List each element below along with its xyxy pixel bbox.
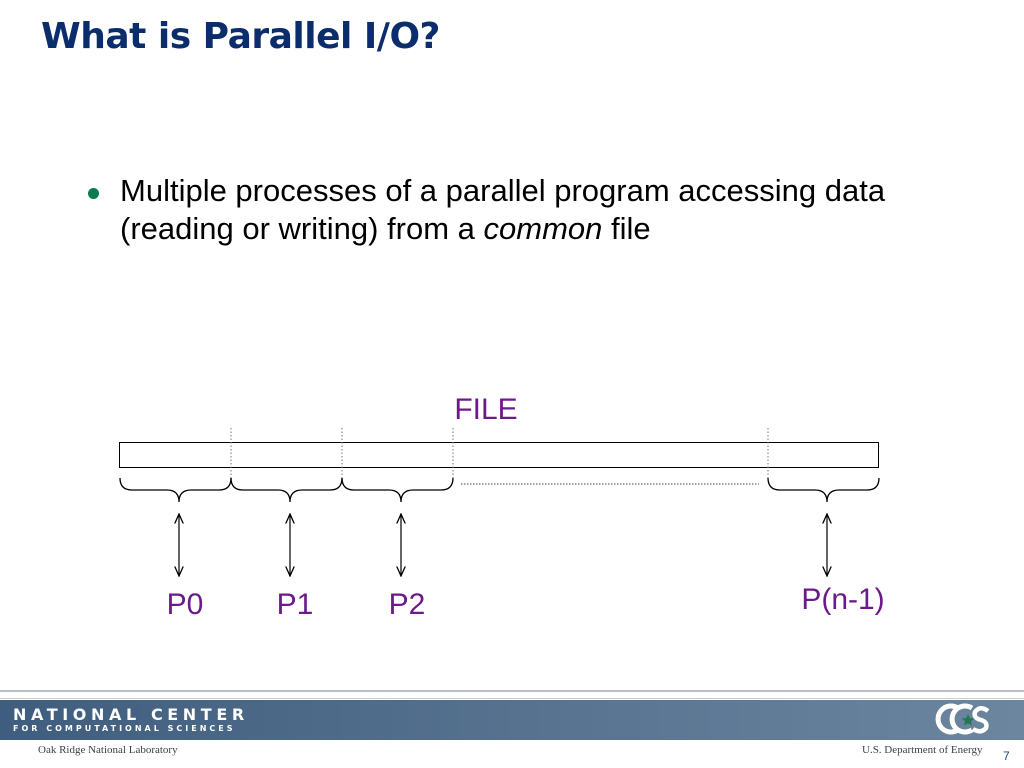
ccs-logo-icon: [935, 703, 990, 735]
bullet-text-end: file: [602, 211, 651, 246]
process-label-p0: P0: [167, 588, 204, 621]
file-bar: [119, 442, 879, 468]
bullet-emphasis: common: [483, 211, 603, 246]
footer-rule-thin: [0, 698, 1024, 699]
file-access-diagram: FILE P0 P1 P2 P(n-1): [119, 393, 885, 621]
bullet-text: Multiple processes of a parallel program…: [120, 173, 886, 246]
bullet-dot-icon: [88, 188, 99, 199]
org-name: NATIONAL CENTER FOR COMPUTATIONAL SCIENC…: [13, 707, 249, 734]
process-label-pn: P(n-1): [801, 583, 884, 616]
file-label: FILE: [454, 393, 517, 426]
page-number: 7: [1003, 749, 1010, 763]
footer-rule: [0, 690, 1024, 692]
footer-band: [0, 700, 1024, 740]
org-name-line1: NATIONAL CENTER: [13, 705, 249, 724]
slide-title: What is Parallel I/O?: [41, 16, 440, 57]
process-label-p2: P2: [389, 588, 426, 621]
access-arrows: [179, 514, 827, 576]
org-name-line2: FOR COMPUTATIONAL SCIENCES: [13, 724, 236, 733]
segment-dividers: [230, 428, 769, 478]
process-label-p1: P1: [277, 588, 314, 621]
footer-dept-name: U.S. Department of Energy: [862, 744, 983, 756]
segment-braces: [119, 477, 880, 503]
bullet-item: Multiple processes of a parallel program…: [88, 172, 908, 248]
bullet-list: Multiple processes of a parallel program…: [88, 172, 908, 248]
footer-lab-name: Oak Ridge National Laboratory: [38, 744, 178, 756]
